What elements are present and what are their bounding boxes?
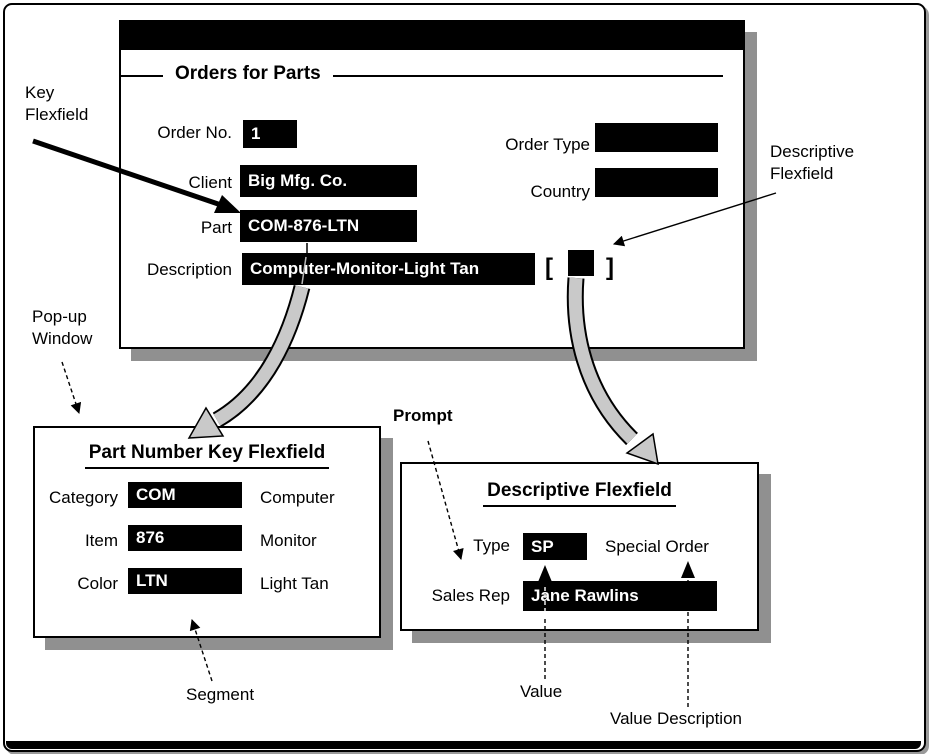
category-description: Computer <box>260 488 335 507</box>
country-value <box>595 179 603 183</box>
color-value: LTN <box>136 571 168 590</box>
part-field[interactable]: COM-876-LTN <box>240 210 417 242</box>
dff-indicator-field[interactable] <box>568 250 594 276</box>
order-type-value <box>595 134 603 138</box>
sales-rep-value: Jane Rawlins <box>531 586 639 605</box>
sales-rep-field[interactable]: Jane Rawlins <box>523 581 717 611</box>
key-popup-title-row: Part Number Key Flexfield <box>35 442 379 469</box>
orders-for-parts-window: Orders for Parts Order No. 1 Order Type … <box>119 20 745 349</box>
country-field[interactable] <box>595 168 718 197</box>
descriptive-flexfield-callout-line2: Flexfield <box>770 164 834 183</box>
type-field[interactable]: SP <box>523 533 587 560</box>
type-value: SP <box>531 537 554 556</box>
sales-rep-label: Sales Rep <box>431 586 510 605</box>
legend-line-left <box>121 75 163 77</box>
prompt-callout: Prompt <box>393 406 453 425</box>
type-description: Special Order <box>605 537 709 556</box>
dff-popup-title: Descriptive Flexfield <box>483 480 676 507</box>
color-label: Color <box>77 574 118 593</box>
window-title-bar[interactable] <box>121 22 743 50</box>
outer-frame <box>3 3 926 752</box>
item-label: Item <box>84 531 118 550</box>
legend-line-right <box>333 75 723 77</box>
description-field[interactable]: Computer-Monitor-Light Tan <box>242 253 535 285</box>
dff-bracket-open: [ <box>545 254 553 281</box>
client-label: Client <box>188 173 232 192</box>
item-field[interactable]: 876 <box>128 525 242 551</box>
outer-frame-bottom-bar <box>6 741 921 749</box>
category-label: Category <box>49 488 118 507</box>
part-number-key-flexfield-popup: Part Number Key Flexfield Category COM C… <box>33 426 381 638</box>
category-field[interactable]: COM <box>128 482 242 508</box>
dff-bracket-close: ] <box>606 254 614 281</box>
item-value: 876 <box>136 528 165 547</box>
color-field[interactable]: LTN <box>128 568 242 594</box>
order-type-label: Order Type <box>505 135 590 154</box>
description-label: Description <box>146 260 232 279</box>
type-label: Type <box>473 536 510 555</box>
color-description: Light Tan <box>260 574 329 593</box>
dff-popup-title-row: Descriptive Flexfield <box>402 480 757 507</box>
part-value: COM-876-LTN <box>248 216 360 235</box>
key-flexfield-callout-line2: Flexfield <box>25 105 89 124</box>
descriptive-flexfield-callout-line1: Descriptive <box>770 142 855 161</box>
order-no-field[interactable]: 1 <box>243 120 297 148</box>
segment-callout: Segment <box>186 685 255 704</box>
value-callout: Value <box>520 682 563 701</box>
popup-window-callout-line2: Window <box>32 329 93 348</box>
value-description-callout: Value Description <box>610 709 742 728</box>
client-field[interactable]: Big Mfg. Co. <box>240 165 417 197</box>
part-label: Part <box>200 218 232 237</box>
key-popup-title: Part Number Key Flexfield <box>84 442 330 469</box>
key-flexfield-callout-line1: Key <box>25 83 55 102</box>
popup-window-callout: Pop-up Window <box>32 306 92 350</box>
category-value: COM <box>136 485 176 504</box>
descriptive-flexfield-popup: Descriptive Flexfield Type SP Special Or… <box>400 462 759 631</box>
item-description: Monitor <box>260 531 317 550</box>
description-value: Computer-Monitor-Light Tan <box>250 259 480 278</box>
form-legend: Orders for Parts <box>175 63 321 84</box>
order-no-value: 1 <box>251 124 261 143</box>
country-label: Country <box>530 182 590 201</box>
order-type-field[interactable] <box>595 123 718 152</box>
descriptive-flexfield-callout: Descriptive Flexfield <box>770 141 854 185</box>
key-flexfield-callout: Key Flexfield <box>25 82 88 126</box>
popup-window-callout-line1: Pop-up <box>32 307 87 326</box>
client-value: Big Mfg. Co. <box>248 171 348 190</box>
order-no-label: Order No. <box>157 123 232 142</box>
